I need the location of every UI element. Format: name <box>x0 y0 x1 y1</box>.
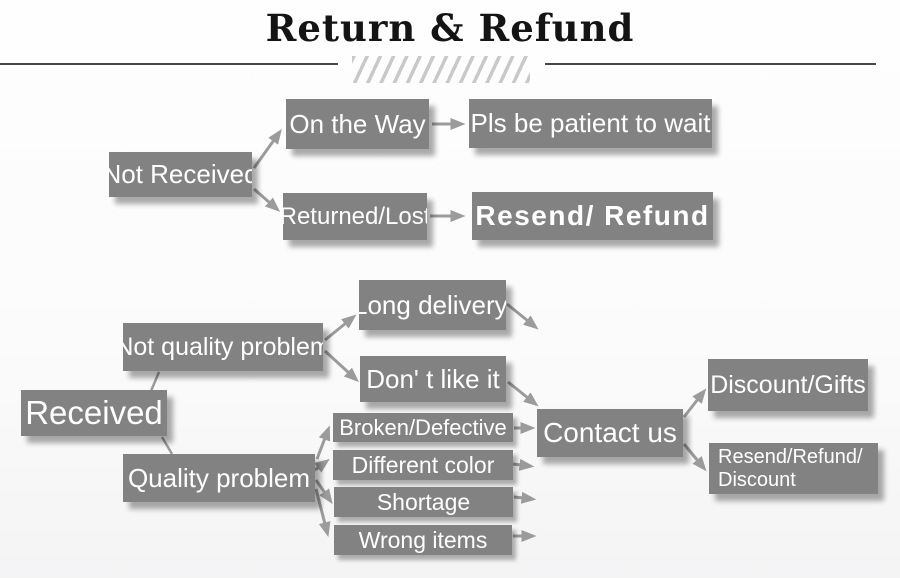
node-shortage: Shortage <box>334 487 513 517</box>
node-wrong-items: Wrong items <box>334 525 512 555</box>
node-discount-gifts: Discount/Gifts <box>708 359 868 411</box>
edge-contact-us-to-resend-refund-discount <box>682 443 707 472</box>
node-long-delivery: Long delivery <box>359 280 506 330</box>
connector-received-quality-problem <box>160 436 174 455</box>
edge-dont-like-it-to-contact-us <box>507 380 539 407</box>
separator-line-right <box>545 63 876 65</box>
diagonal-hatch-decoration <box>352 56 530 83</box>
node-quality-problem: Quality problem <box>123 454 315 502</box>
node-pls-be-patient: Pls be patient to wait <box>469 99 712 148</box>
edge-not-received-to-on-the-way <box>252 129 282 169</box>
page-title: Return & Refund <box>265 6 635 50</box>
edge-qp-to-shortage <box>314 479 333 505</box>
node-returned-lost: Returned/Lost <box>283 193 427 240</box>
node-not-received: Not Received <box>109 152 252 197</box>
node-different-color: Different color <box>333 450 513 480</box>
edge-qp-to-wrong-items <box>314 488 331 538</box>
node-resend-refund-discount: Resend/Refund/ Discount <box>709 443 878 494</box>
edge-long-delivery-out <box>506 302 539 330</box>
node-not-quality-problem: Not quality problem <box>123 323 323 371</box>
node-on-the-way: On the Way <box>286 99 429 149</box>
edge-qp-to-broken-defective <box>315 425 331 460</box>
edge-qp-to-different-color <box>314 458 330 473</box>
edge-nqp-to-dont-like-it <box>323 349 359 383</box>
edge-nqp-to-long-delivery <box>324 314 357 342</box>
node-contact-us: Contact us <box>537 409 683 457</box>
edge-shortage-to-contact-us <box>513 491 537 504</box>
connector-received-not-quality-problem <box>149 371 161 392</box>
node-resend-refund: Resend/ Refund <box>472 192 713 240</box>
edge-not-received-to-returned-lost <box>253 187 281 212</box>
separator-line-left <box>0 63 338 65</box>
node-dont-like-it: Don' t like it <box>360 356 506 402</box>
node-broken-defective: Broken/Defective <box>333 413 513 442</box>
node-received: Received <box>21 390 167 436</box>
edge-contact-us-to-discount-gifts <box>682 388 707 418</box>
edge-different-color-to-contact-us <box>512 458 535 471</box>
